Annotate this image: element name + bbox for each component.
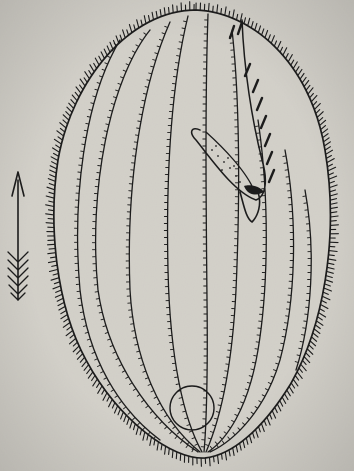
- row-cilium: [135, 135, 138, 136]
- cilium: [173, 5, 174, 13]
- row-cilium: [283, 330, 286, 331]
- row-cilium: [222, 385, 225, 386]
- row-cilium: [285, 170, 288, 171]
- cilium: [221, 9, 222, 15]
- cilium: [214, 456, 215, 462]
- cilium: [169, 8, 170, 14]
- row-cilium: [256, 126, 259, 127]
- cilium: [176, 452, 177, 459]
- cilium: [330, 221, 336, 222]
- row-cilium: [99, 159, 102, 160]
- row-cilium: [96, 299, 99, 300]
- cilium: [330, 225, 338, 226]
- row-cilium: [82, 144, 85, 145]
- row-cilium: [256, 342, 259, 343]
- row-cilium: [95, 292, 98, 293]
- row-cilium: [225, 371, 228, 372]
- row-cilium: [177, 56, 180, 57]
- cilium: [213, 6, 214, 12]
- row-cilium: [133, 149, 136, 150]
- row-cilium: [304, 203, 307, 204]
- row-cilium: [137, 128, 140, 129]
- row-cilium: [86, 123, 89, 124]
- cilium: [172, 450, 173, 458]
- row-cilium: [176, 63, 179, 64]
- row-cilium: [139, 114, 142, 115]
- cilium: [48, 219, 54, 220]
- row-cilium: [79, 305, 82, 306]
- row-cilium: [254, 356, 257, 357]
- row-cilium: [179, 42, 182, 43]
- row-cilium: [171, 356, 174, 357]
- row-cilium: [138, 121, 141, 122]
- row-cilium: [101, 145, 104, 146]
- row-cilium: [131, 324, 134, 325]
- row-cilium: [286, 316, 289, 317]
- row-cilium: [81, 151, 84, 152]
- row-cilium: [84, 130, 87, 131]
- row-cilium: [78, 298, 81, 299]
- cilium: [49, 249, 55, 250]
- cilium: [169, 448, 170, 454]
- row-cilium: [175, 377, 178, 378]
- row-cilium: [83, 137, 86, 138]
- cilium: [209, 3, 210, 11]
- cilium: [222, 454, 223, 460]
- cilium: [210, 457, 211, 466]
- row-cilium: [175, 70, 178, 71]
- row-cilium: [283, 156, 286, 157]
- row-cilium: [303, 328, 306, 329]
- row-cilium: [255, 349, 258, 350]
- row-cilium: [100, 152, 103, 153]
- cilium: [46, 223, 54, 224]
- row-cilium: [181, 35, 184, 36]
- row-cilium: [302, 335, 305, 336]
- row-cilium: [285, 323, 288, 324]
- row-cilium: [133, 338, 136, 339]
- row-cilium: [226, 364, 229, 365]
- row-cilium: [303, 196, 306, 197]
- row-cilium: [132, 331, 135, 332]
- row-cilium: [178, 49, 181, 50]
- row-cilium: [224, 378, 227, 379]
- row-cilium: [284, 163, 287, 164]
- row-cilium: [281, 343, 284, 344]
- row-cilium: [282, 336, 285, 337]
- row-cilium: [174, 370, 177, 371]
- cilium: [48, 244, 55, 245]
